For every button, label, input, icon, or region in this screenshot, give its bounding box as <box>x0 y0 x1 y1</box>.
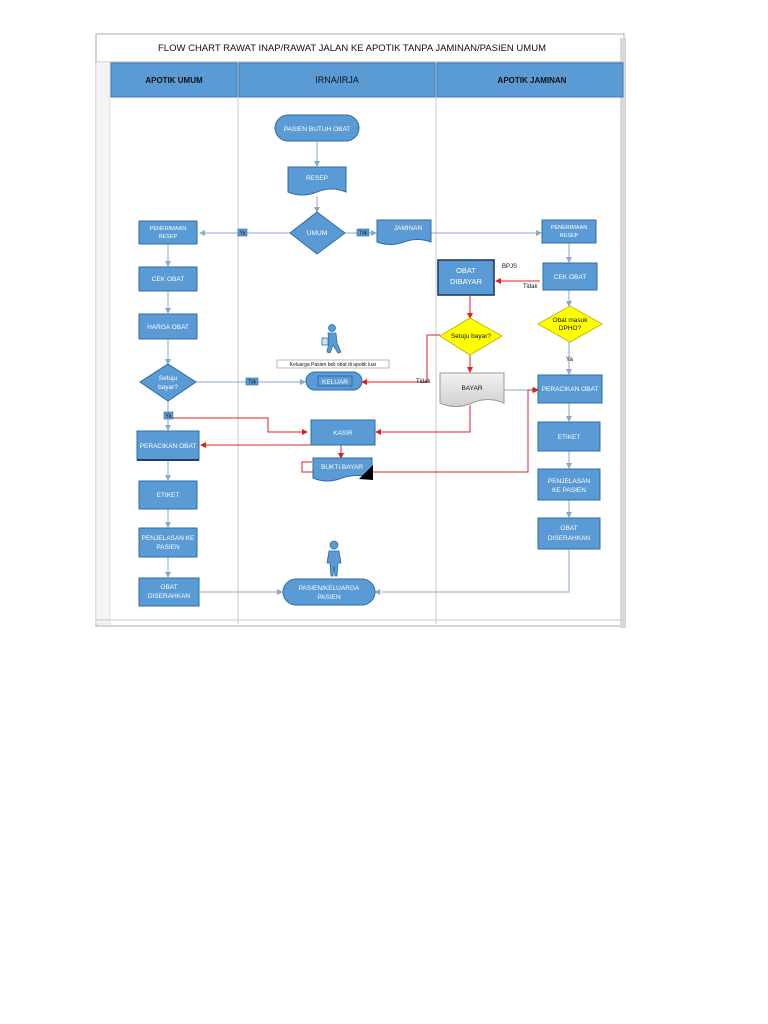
svg-text:CEK OBAT: CEK OBAT <box>554 274 586 281</box>
svg-text:UMUM: UMUM <box>307 230 327 237</box>
svg-text:ETIKET: ETIKET <box>558 434 581 441</box>
svg-text:BUKTI BAYAR: BUKTI BAYAR <box>321 464 363 471</box>
edge-label-tidak-dpho: Tidak <box>523 284 538 290</box>
person-walking-icon <box>321 324 342 354</box>
node-keluar: KELUAR <box>305 371 363 391</box>
node-penjelasan-left: PENJELASAN KE PASIEN <box>138 527 198 558</box>
lane-title-left: APOTIK UMUM <box>145 76 203 85</box>
svg-text:BAYAR: BAYAR <box>461 385 482 392</box>
svg-text:Ya: Ya <box>240 231 246 237</box>
svg-text:OBAT: OBAT <box>456 266 476 275</box>
node-etiket-right: ETIKET <box>537 421 601 452</box>
svg-text:PENERIMAAN: PENERIMAAN <box>551 225 587 231</box>
person-standing-icon <box>326 540 342 577</box>
edge-label-tidak-umum: Tdk <box>356 228 370 237</box>
svg-text:PENJELASAN: PENJELASAN <box>548 478 591 485</box>
svg-text:OBAT: OBAT <box>560 525 577 532</box>
lane-title-middle: IRNA/IRJA <box>315 75 359 85</box>
svg-text:PENERIMAAN: PENERIMAAN <box>150 226 186 232</box>
edge-label-ya-setuju-left: Ya <box>163 411 174 420</box>
edge-label-ya-umum: Ya <box>237 228 248 237</box>
frame-shadow <box>620 38 626 628</box>
svg-text:OBAT: OBAT <box>160 584 177 591</box>
edge-label-tidak-setuju-left: Tdk <box>245 377 259 386</box>
decision-setuju-bayar-mid: Setuju bayar? <box>439 317 503 356</box>
svg-text:Tdk: Tdk <box>248 380 257 386</box>
svg-text:PASIEN: PASIEN <box>317 594 341 601</box>
svg-text:Obat masuk: Obat masuk <box>552 317 588 324</box>
svg-text:KELUAR: KELUAR <box>322 379 348 386</box>
node-obat-diserahkan-left: OBAT DISERAHKAN <box>138 577 200 607</box>
lane-header-right <box>436 62 624 98</box>
svg-text:bayar?: bayar? <box>158 384 178 391</box>
svg-text:HARGA OBAT: HARGA OBAT <box>147 324 189 331</box>
node-jaminan: JAMINAN <box>376 219 432 245</box>
left-margin-strip <box>95 61 111 625</box>
connectors-red <box>172 278 540 473</box>
svg-text:ETIKET: ETIKET <box>157 492 180 499</box>
svg-text:KE PASIEN: KE PASIEN <box>552 487 586 494</box>
node-penerimaan-resep-left: PENERIMAAN RESEP <box>138 220 198 245</box>
note-keluarga: Keluarga Pasien beli obat di apotik luar <box>276 359 390 369</box>
node-obat-diserahkan-right: OBAT DISERAHKAN <box>537 517 601 550</box>
svg-text:PASIEN: PASIEN <box>156 544 180 551</box>
edge-label-tidak-setuju-mid: Tidak <box>416 379 431 385</box>
svg-text:RESEP: RESEP <box>306 175 328 182</box>
connectors-gray <box>165 141 572 595</box>
svg-text:PASIEN/KELUARGA: PASIEN/KELUARGA <box>299 585 360 592</box>
svg-text:DIBAYAR: DIBAYAR <box>450 277 482 286</box>
node-etiket-left: ETIKET <box>138 480 198 510</box>
node-pasien-butuh-obat: PASIEN BUTUH OBAT <box>274 114 360 142</box>
svg-text:Tdk: Tdk <box>359 231 368 237</box>
svg-text:DPHO?: DPHO? <box>559 325 582 332</box>
node-pasien-keluarga: PASIEN/KELUARGA PASIEN <box>282 578 376 606</box>
svg-text:KASIR: KASIR <box>333 430 353 437</box>
node-peracikan-obat-right: PERACIKAN OBAT <box>537 374 603 404</box>
svg-text:DISERAHKAN: DISERAHKAN <box>148 593 191 600</box>
node-cek-obat-right: CEK OBAT <box>542 262 598 291</box>
node-kasir: KASIR <box>310 419 376 446</box>
svg-text:PERACIKAN OBAT: PERACIKAN OBAT <box>542 386 599 393</box>
lane-header-middle <box>238 62 436 98</box>
decision-umum: UMUM <box>289 211 346 255</box>
svg-text:Setuju bayar?: Setuju bayar? <box>451 333 491 340</box>
node-penjelasan-right: PENJELASAN KE PASIEN <box>537 468 601 501</box>
svg-text:Keluarga Pasien beli obat di a: Keluarga Pasien beli obat di apotik luar <box>290 362 377 368</box>
page-title: FLOW CHART RAWAT INAP/RAWAT JALAN KE APO… <box>158 43 546 54</box>
svg-text:RESEP: RESEP <box>560 233 579 239</box>
svg-text:PENJELASAN KE: PENJELASAN KE <box>142 535 195 542</box>
svg-text:DISERAHKAN: DISERAHKAN <box>548 535 591 542</box>
node-harga-obat: HARGA OBAT <box>138 313 198 340</box>
edge-label-ya-dpho: Ya <box>566 357 574 363</box>
svg-text:CEK OBAT: CEK OBAT <box>152 276 184 283</box>
node-penerimaan-resep-right: PENERIMAAN RESEP <box>541 219 597 244</box>
svg-text:JAMINAN: JAMINAN <box>394 225 423 232</box>
edge-label-bpjs: BPJS <box>502 264 517 270</box>
node-bukti-bayar: BUKTI BAYAR <box>312 457 373 482</box>
svg-text:RESEP: RESEP <box>159 234 178 240</box>
svg-text:Ya: Ya <box>166 414 172 420</box>
node-obat-dibayar: OBAT DIBAYAR <box>437 259 495 296</box>
svg-text:PERACIKAN OBAT: PERACIKAN OBAT <box>140 443 197 450</box>
svg-text:Setuju: Setuju <box>159 375 178 382</box>
decision-obat-masuk-dpho: Obat masuk DPHO? <box>536 305 604 343</box>
node-resep: RESEP <box>287 166 347 196</box>
node-cek-obat-left: CEK OBAT <box>138 266 198 292</box>
lane-title-right: APOTIK JAMINAN <box>498 76 567 85</box>
decision-setuju-bayar-left: Setuju bayar? <box>139 363 197 402</box>
lane-header-left <box>110 62 238 98</box>
svg-text:PASIEN BUTUH OBAT: PASIEN BUTUH OBAT <box>284 126 351 133</box>
node-bayar: BAYAR <box>439 372 505 407</box>
node-peracikan-obat-left: PERACIKAN OBAT <box>136 430 200 461</box>
